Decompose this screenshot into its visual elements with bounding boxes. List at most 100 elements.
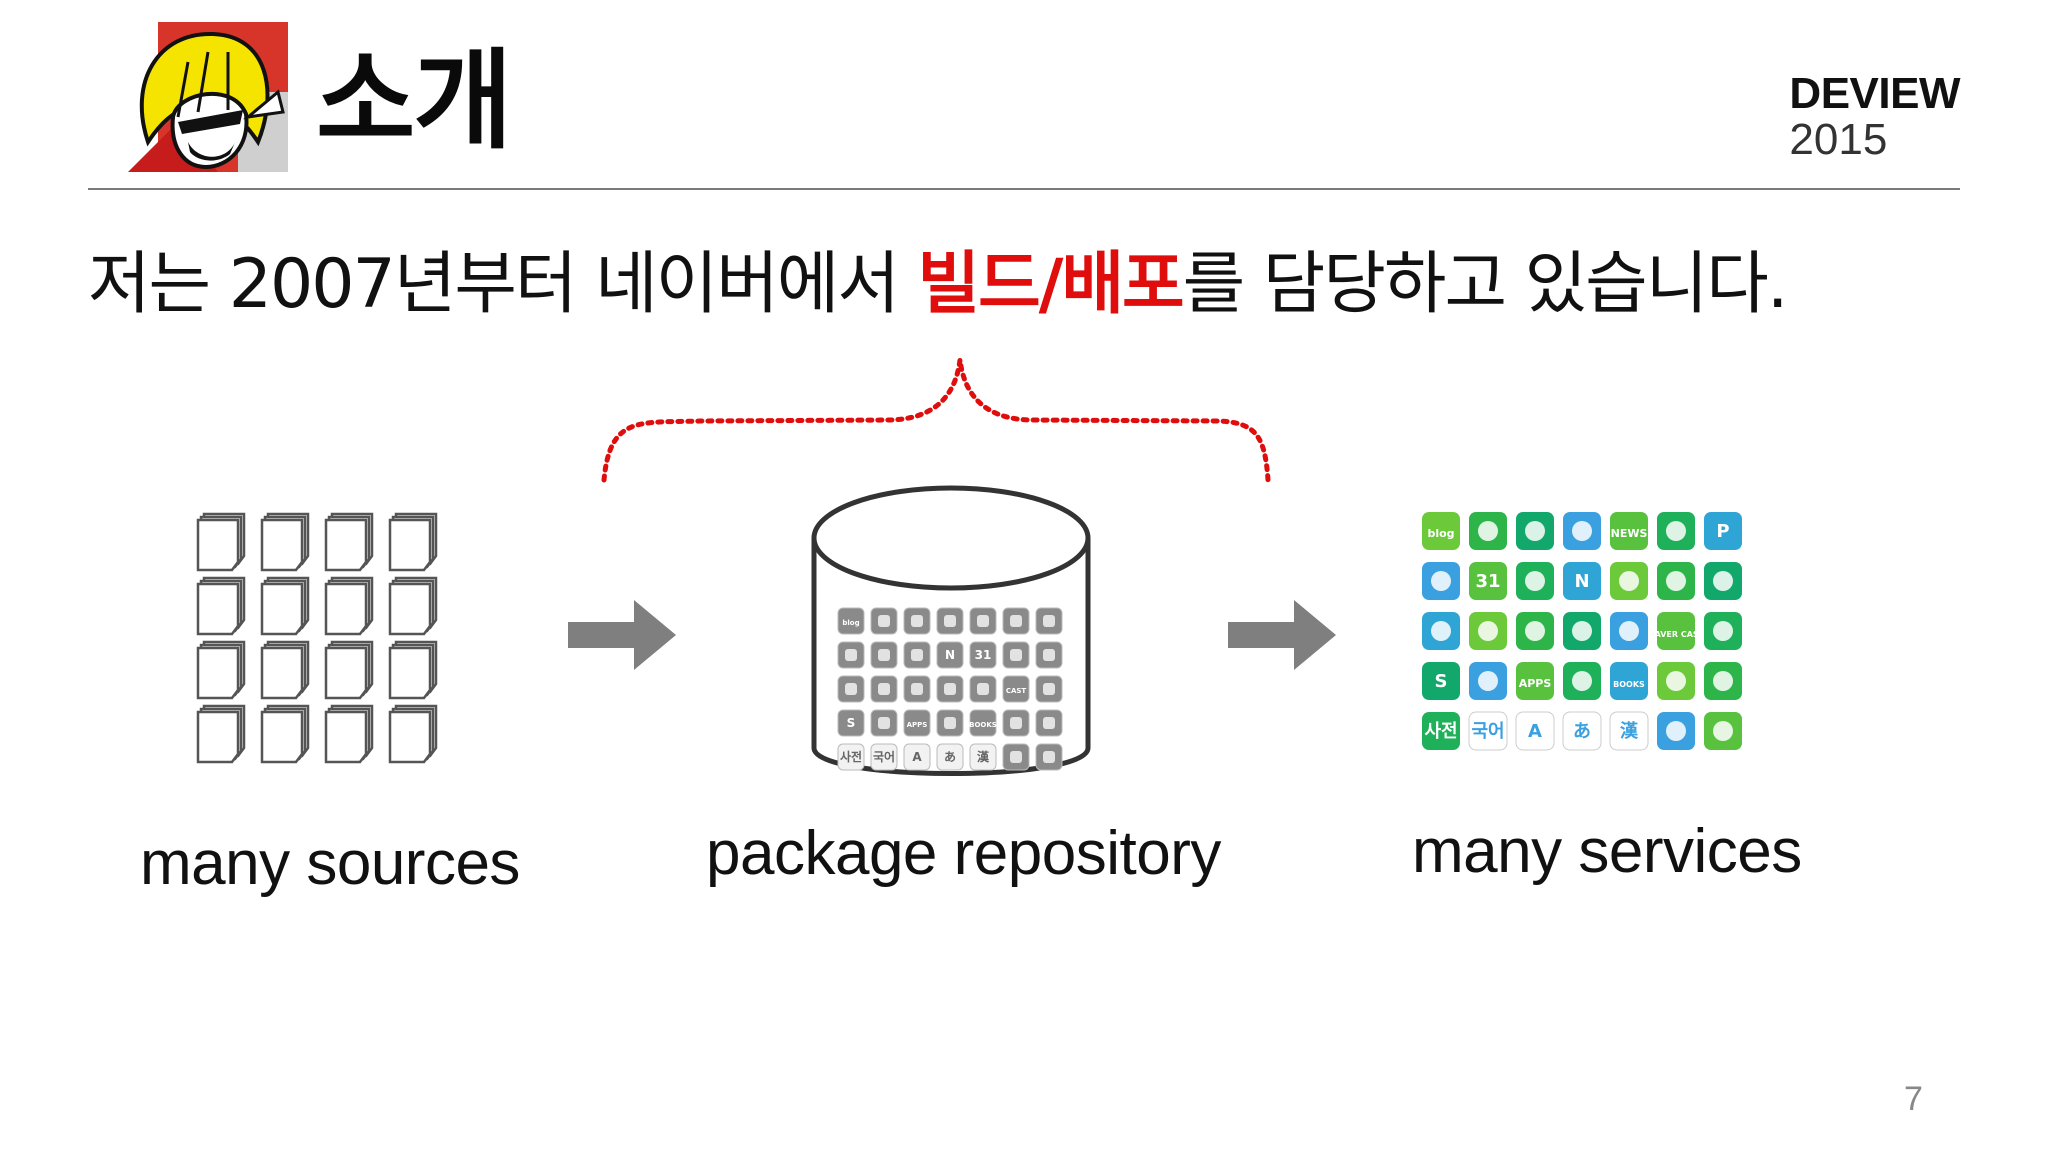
- svg-text:BOOKS: BOOKS: [969, 721, 997, 729]
- service-app-icon: [1422, 612, 1460, 650]
- source-file-stack-icon: [388, 640, 438, 700]
- source-file-stack-icon: [324, 640, 374, 700]
- slide-title: 소개: [316, 39, 513, 164]
- repo-app-icon: 漢: [969, 743, 997, 771]
- source-file-stack-icon: [324, 704, 374, 764]
- repo-app-icon: [969, 675, 997, 703]
- service-app-icon: [1657, 512, 1695, 550]
- repo-app-icon: [1035, 607, 1063, 635]
- source-file-stack-icon: [260, 704, 310, 764]
- svg-text:국어: 국어: [1471, 721, 1504, 742]
- svg-text:NEWS: NEWS: [1611, 527, 1648, 540]
- repo-app-icon: [870, 641, 898, 669]
- service-app-icon: [1516, 562, 1554, 600]
- service-app-icon: [1704, 562, 1742, 600]
- svg-text:NAVER CAST: NAVER CAST: [1648, 630, 1705, 639]
- svg-text:漢: 漢: [977, 749, 990, 764]
- service-app-icon: [1563, 612, 1601, 650]
- svg-text:A: A: [912, 750, 922, 764]
- brand-year: 2015: [1789, 115, 1888, 164]
- repo-app-icon: N: [936, 641, 964, 669]
- caption-many-sources: many sources: [140, 829, 520, 898]
- svg-text:N: N: [945, 648, 955, 662]
- repo-app-icon: [837, 641, 865, 669]
- service-app-icon: BOOKS: [1610, 662, 1648, 700]
- source-file-stack-icon: [260, 640, 310, 700]
- svg-text:BOOKS: BOOKS: [1613, 680, 1645, 689]
- source-files-grid-icon: [196, 512, 438, 764]
- repo-app-icon: [1002, 607, 1030, 635]
- service-app-icon: [1469, 512, 1507, 550]
- service-app-icon: [1563, 662, 1601, 700]
- brand-name: DEVIEW: [1789, 69, 1960, 118]
- repo-app-icon: [1002, 743, 1030, 771]
- source-file-stack-icon: [260, 576, 310, 636]
- headline-highlight: 빌드/배포: [917, 245, 1185, 324]
- repo-app-icon: [969, 607, 997, 635]
- svg-text:31: 31: [1475, 571, 1500, 592]
- service-app-icon: [1704, 662, 1742, 700]
- repo-app-icon: 사전: [837, 743, 865, 771]
- right-arrow-icon: [568, 600, 676, 670]
- service-app-icon: 31: [1469, 562, 1507, 600]
- repo-app-icon: [1002, 641, 1030, 669]
- service-app-icon: APPS: [1516, 662, 1554, 700]
- service-app-icon: 사전: [1422, 712, 1460, 750]
- repo-app-icon: blog: [837, 607, 865, 635]
- service-app-icon: [1657, 712, 1695, 750]
- svg-text:P: P: [1716, 521, 1729, 542]
- right-arrow-icon: [1228, 600, 1336, 670]
- presenter-avatar-icon: [128, 22, 288, 172]
- service-app-icon: [1516, 612, 1554, 650]
- repo-app-icon: 국어: [870, 743, 898, 771]
- service-app-icon: 漢: [1609, 711, 1649, 751]
- source-file-stack-icon: [196, 640, 246, 700]
- repo-app-icon: [1035, 743, 1063, 771]
- service-app-icon: 국어: [1468, 711, 1508, 751]
- repo-app-icon: あ: [936, 743, 964, 771]
- svg-text:漢: 漢: [1620, 720, 1639, 742]
- repo-app-icon: [1035, 709, 1063, 737]
- svg-text:APPS: APPS: [907, 721, 928, 729]
- svg-text:APPS: APPS: [1519, 677, 1552, 690]
- svg-text:사전: 사전: [1424, 721, 1457, 742]
- service-app-icon: [1516, 512, 1554, 550]
- repo-app-icon: 31: [969, 641, 997, 669]
- repo-app-icon: [870, 607, 898, 635]
- caption-many-services: many services: [1412, 817, 1802, 886]
- service-app-icon: blog: [1422, 512, 1460, 550]
- svg-text:사전: 사전: [840, 749, 862, 764]
- source-file-stack-icon: [388, 576, 438, 636]
- source-file-stack-icon: [196, 512, 246, 572]
- repo-app-icon: [903, 607, 931, 635]
- source-file-stack-icon: [388, 512, 438, 572]
- service-app-icon: NAVER CAST: [1648, 612, 1705, 650]
- service-app-icon: N: [1563, 562, 1601, 600]
- service-app-icon: [1469, 612, 1507, 650]
- svg-text:あ: あ: [944, 750, 956, 764]
- headline: 저는 2007년부터 네이버에서 빌드/배포를 담당하고 있습니다.: [88, 245, 1789, 324]
- header-divider: [88, 188, 1960, 190]
- repo-app-icon: [936, 607, 964, 635]
- repo-app-icon: APPS: [903, 709, 931, 737]
- page-number: 7: [1904, 1080, 1923, 1118]
- repo-app-icon: [903, 675, 931, 703]
- repo-app-icon: [936, 709, 964, 737]
- svg-text:S: S: [847, 716, 856, 730]
- source-file-stack-icon: [196, 704, 246, 764]
- repo-app-icon: [1035, 641, 1063, 669]
- svg-text:CAST: CAST: [1006, 687, 1027, 695]
- dotted-brace-icon: [601, 359, 1271, 483]
- svg-text:N: N: [1574, 571, 1589, 592]
- repo-app-icon: [936, 675, 964, 703]
- service-app-icon: A: [1515, 711, 1555, 751]
- source-file-stack-icon: [388, 704, 438, 764]
- service-app-icon: S: [1422, 662, 1460, 700]
- svg-text:blog: blog: [1427, 527, 1454, 540]
- source-file-stack-icon: [324, 512, 374, 572]
- service-app-icon: [1610, 612, 1648, 650]
- service-app-icon: [1422, 562, 1460, 600]
- headline-text-after: 를 담당하고 있습니다.: [1182, 245, 1789, 324]
- service-app-icon: NEWS: [1610, 512, 1648, 550]
